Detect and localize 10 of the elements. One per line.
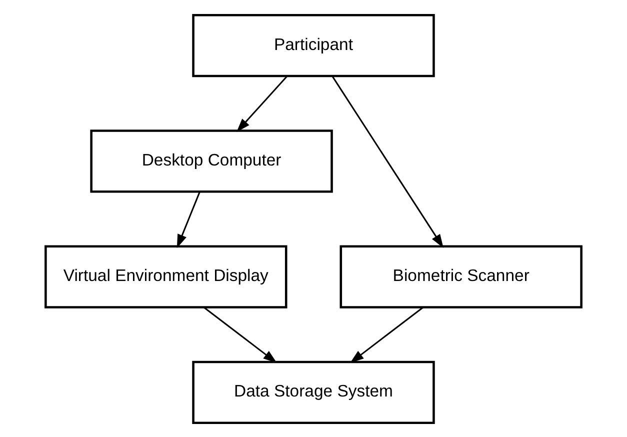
node-box: Data Storage System [192, 360, 435, 424]
node-box: Virtual Environment Display [44, 244, 288, 308]
node-box: Participant [192, 13, 435, 77]
node-box: Desktop Computer [90, 129, 333, 192]
node-box: Biometric Scanner [340, 244, 582, 308]
arrow [236, 75, 288, 132]
arrow [176, 190, 200, 248]
arrow [350, 306, 424, 363]
arrow [332, 76, 444, 248]
arrow [203, 306, 277, 363]
